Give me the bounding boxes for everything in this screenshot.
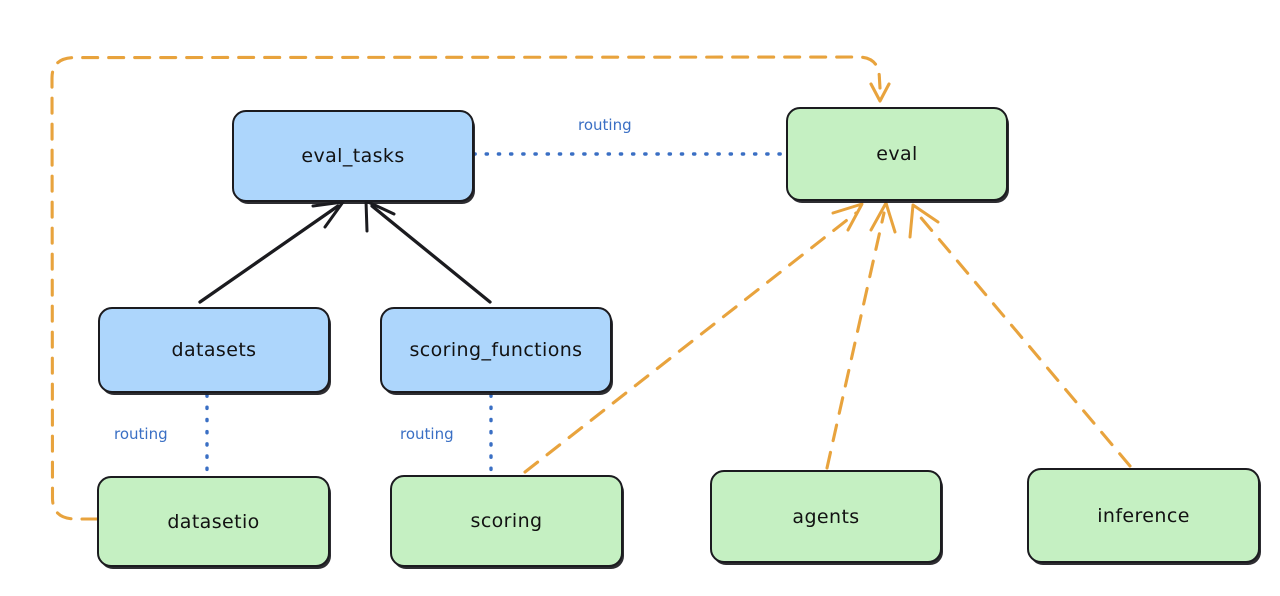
- edge-label-routing-scoring-functions-scoring: routing: [400, 425, 454, 443]
- node-scoring_functions[interactable]: scoring_functions: [380, 307, 612, 393]
- node-eval[interactable]: eval: [786, 107, 1008, 201]
- edge-label-routing-datasets-datasetio: routing: [114, 425, 168, 443]
- node-datasetio[interactable]: datasetio: [97, 476, 330, 567]
- edge-inference-to-eval: [908, 203, 1132, 468]
- edge-label-routing-eval-tasks-eval: routing: [578, 116, 632, 134]
- edge-datasets-to-eval_tasks: [198, 200, 345, 304]
- node-label-agents: agents: [792, 505, 860, 528]
- node-label-eval_tasks: eval_tasks: [301, 145, 405, 167]
- node-label-eval: eval: [876, 143, 918, 165]
- node-label-inference: inference: [1097, 504, 1190, 527]
- edge-scoring-to-eval: [523, 202, 864, 474]
- node-inference[interactable]: inference: [1027, 468, 1260, 563]
- node-eval_tasks[interactable]: eval_tasks: [232, 110, 474, 202]
- edge-scoring_functions-to-eval_tasks: [364, 199, 492, 304]
- node-scoring[interactable]: scoring: [390, 475, 623, 567]
- node-label-scoring: scoring: [470, 510, 543, 532]
- node-label-datasetio: datasetio: [167, 510, 260, 533]
- edge-datasetio-to-eval: [50, 55, 891, 521]
- node-label-datasets: datasets: [171, 339, 257, 361]
- node-datasets[interactable]: datasets: [98, 307, 330, 393]
- node-label-scoring_functions: scoring_functions: [409, 339, 583, 361]
- edge-agents-to-eval: [825, 201, 897, 470]
- node-agents[interactable]: agents: [710, 470, 942, 563]
